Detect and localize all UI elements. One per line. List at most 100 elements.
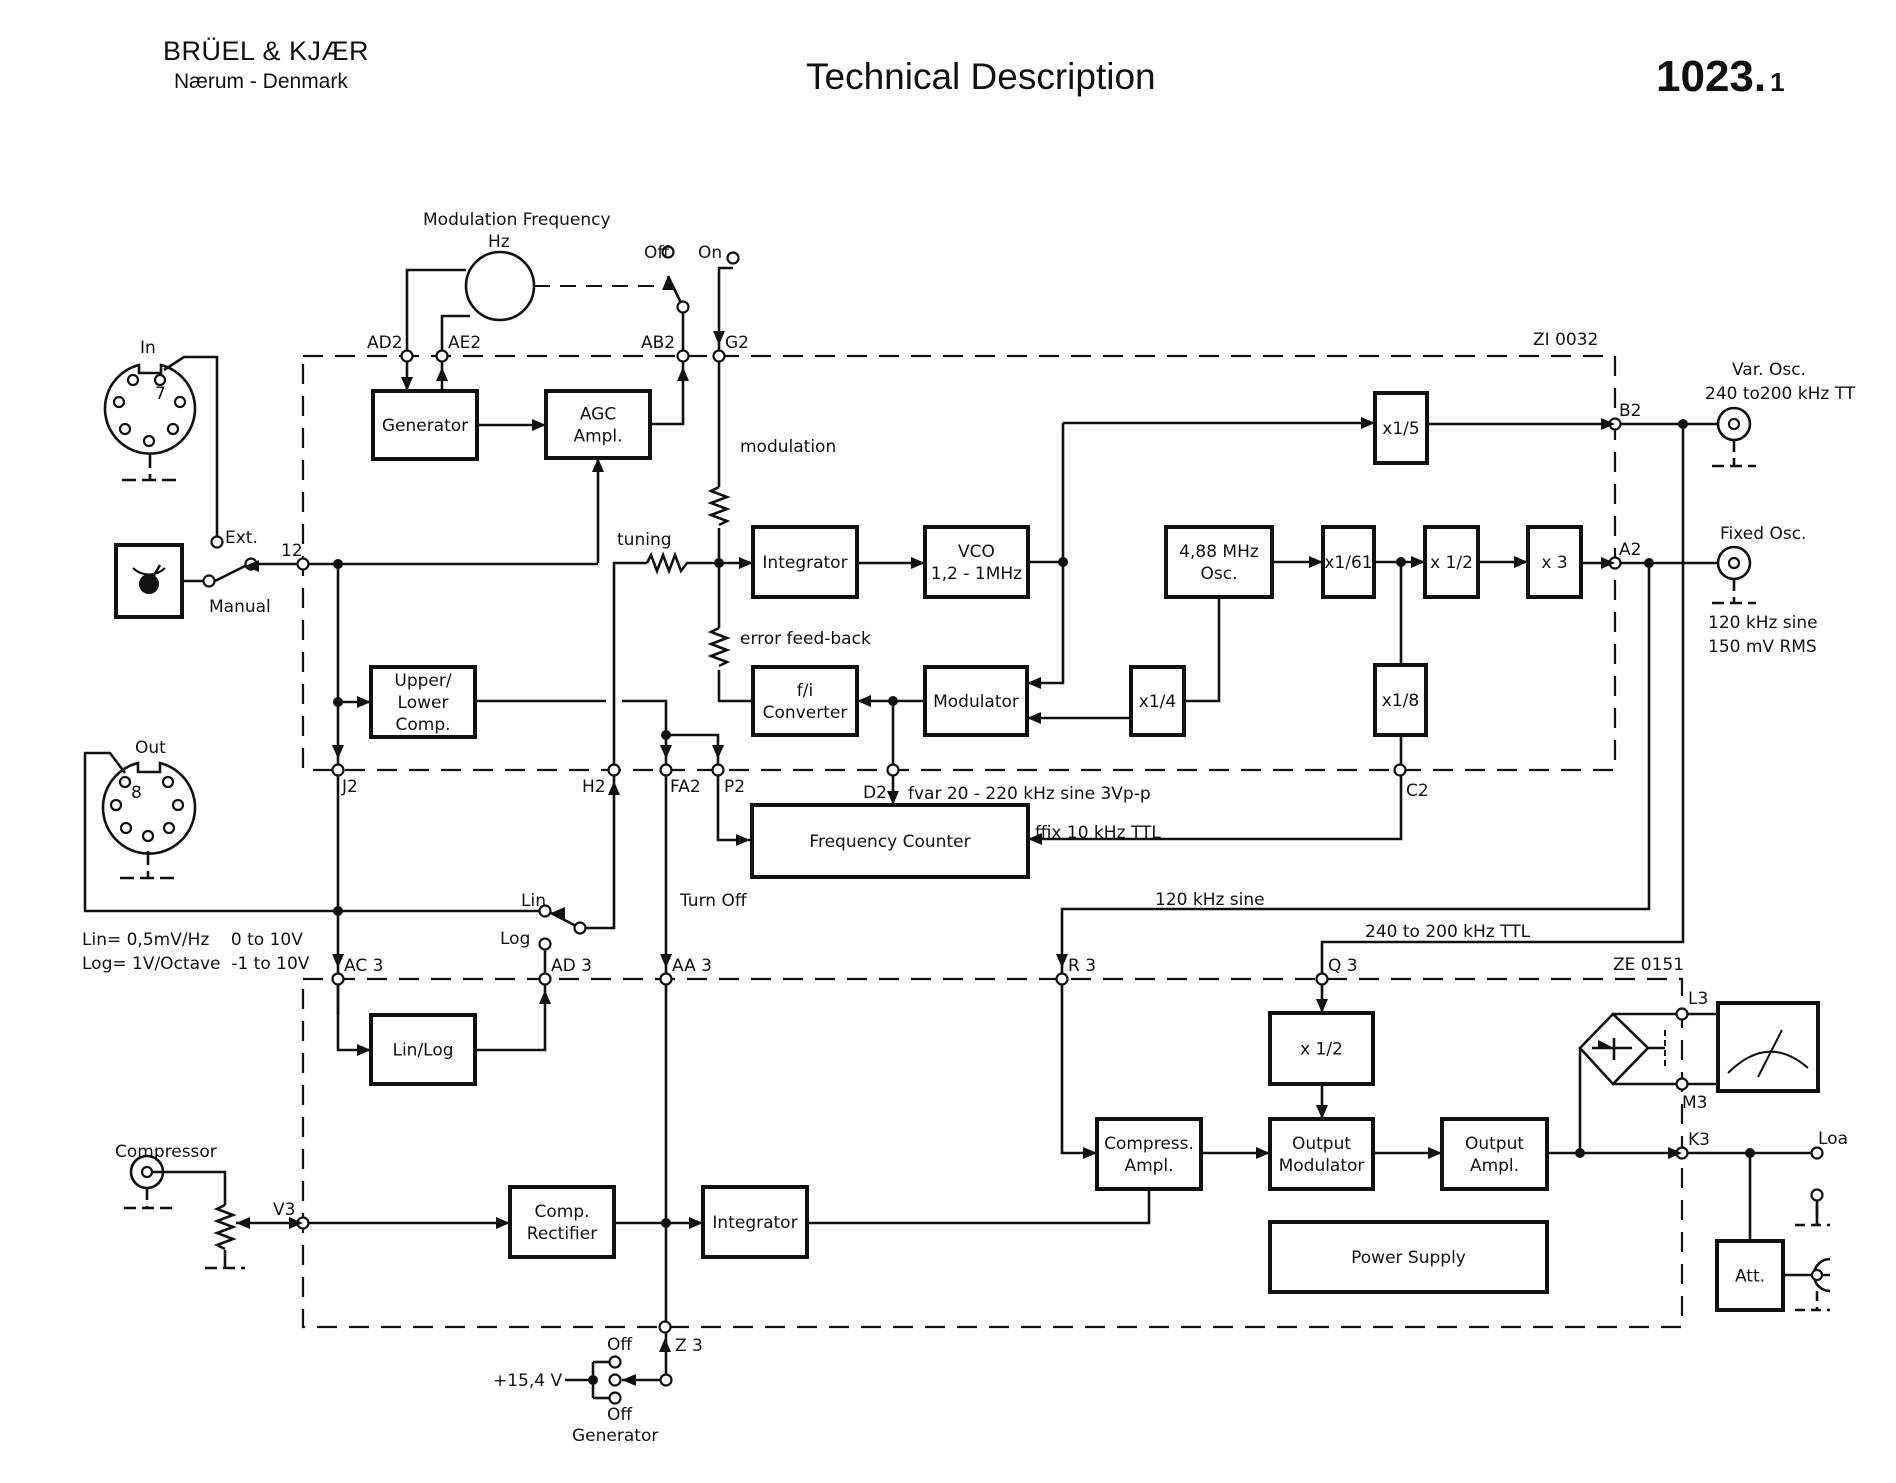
arrowhead-icon bbox=[857, 695, 871, 707]
fixed-osc-level-label: 150 mV RMS bbox=[1708, 637, 1817, 657]
arrowhead-icon bbox=[1056, 954, 1068, 968]
junction-dot bbox=[1745, 1148, 1755, 1158]
load-label: Loa bbox=[1818, 1129, 1848, 1149]
arrowhead-icon bbox=[289, 1217, 303, 1229]
module-label-ze0151: ZE 0151 bbox=[1613, 955, 1684, 975]
switch-contact[interactable] bbox=[608, 1355, 622, 1369]
junction-dot bbox=[333, 559, 343, 569]
agc-label: Ampl. bbox=[573, 427, 622, 447]
div8-block: x1/8 bbox=[1373, 663, 1428, 737]
junction-dot bbox=[588, 1375, 598, 1385]
brand-location: Nærum - Denmark bbox=[174, 70, 348, 93]
div2-bot-label: x 1/2 bbox=[1300, 1040, 1343, 1060]
junction-dot bbox=[1678, 419, 1688, 429]
arrowhead-icon bbox=[1601, 418, 1615, 430]
arrowhead-icon bbox=[659, 1338, 671, 1352]
fi-conv-label: f/i bbox=[797, 681, 813, 701]
in-connector-label: In bbox=[140, 338, 156, 358]
linlog-label: Lin/Log bbox=[392, 1041, 453, 1061]
terminal-q3 bbox=[1315, 972, 1329, 986]
terminal-label-m3: M3 bbox=[1682, 1093, 1707, 1113]
out-pin-label: 8 bbox=[131, 783, 142, 803]
terminal-label-k3: K3 bbox=[1688, 1130, 1710, 1150]
fixed-osc-bnc-icon bbox=[1716, 545, 1752, 581]
junction-dot bbox=[333, 697, 343, 707]
comp-rect-block: Comp.Rectifier bbox=[508, 1185, 616, 1259]
div5-label: x1/5 bbox=[1382, 419, 1419, 439]
div8-label: x1/8 bbox=[1382, 691, 1419, 711]
modulator-label: Modulator bbox=[933, 692, 1019, 712]
arrowhead-icon bbox=[1601, 557, 1615, 569]
switch-contact[interactable] bbox=[661, 245, 675, 259]
terminal-label-ae2: AE2 bbox=[448, 333, 481, 353]
arrowhead-icon bbox=[245, 560, 259, 572]
comp-rect-label: Comp. bbox=[534, 1202, 589, 1222]
modulation-frequency-knob-icon[interactable] bbox=[464, 250, 536, 322]
freq-counter-block: Frequency Counter bbox=[750, 803, 1030, 879]
terminal-label-l3: L3 bbox=[1688, 989, 1708, 1009]
switch-contact[interactable] bbox=[1810, 1188, 1824, 1202]
arrowhead-icon bbox=[712, 745, 724, 759]
manual-knob-icon[interactable] bbox=[114, 543, 184, 619]
upper-lower-label: Comp. bbox=[395, 715, 450, 735]
terminal-label-r3: R 3 bbox=[1068, 956, 1096, 976]
modulation-frequency-unit: Hz bbox=[488, 232, 510, 252]
arrowhead-icon bbox=[401, 377, 413, 391]
terminal-label-d2: D2 bbox=[863, 783, 887, 803]
output-mod-label: Output bbox=[1292, 1134, 1351, 1154]
tuning-label: tuning bbox=[617, 530, 672, 550]
terminal-p2 bbox=[711, 763, 725, 777]
switch-contact[interactable] bbox=[676, 300, 690, 314]
div2-bot-block: x 1/2 bbox=[1268, 1011, 1375, 1086]
arrowhead-icon bbox=[660, 954, 672, 968]
out-connector-label: Out bbox=[135, 738, 166, 758]
arrowhead-icon bbox=[1411, 556, 1425, 568]
junction-dot bbox=[1396, 557, 1406, 567]
resistors bbox=[213, 485, 731, 1251]
in-pin-label: 7 bbox=[155, 384, 166, 404]
generator-switch-label: Generator bbox=[572, 1426, 658, 1446]
arrowhead-icon bbox=[551, 907, 565, 919]
manual-label: Manual bbox=[209, 597, 271, 617]
switch-contact[interactable] bbox=[1810, 1146, 1824, 1160]
div5-block: x1/5 bbox=[1373, 391, 1429, 465]
switch-contact[interactable] bbox=[608, 1373, 622, 1387]
arrowhead-icon bbox=[622, 1374, 636, 1386]
junction-dot bbox=[333, 906, 343, 916]
terminal-t12 bbox=[296, 557, 310, 571]
switch-contact[interactable] bbox=[608, 1391, 622, 1405]
terminal-label-v3: V3 bbox=[273, 1200, 295, 1220]
arrowhead-icon bbox=[1256, 1147, 1270, 1159]
arrowhead-icon bbox=[1361, 417, 1375, 429]
switch-contact[interactable] bbox=[210, 535, 224, 549]
switch-contact[interactable] bbox=[659, 1373, 673, 1387]
integrator-top-label: Integrator bbox=[762, 553, 847, 573]
meter-icon bbox=[1716, 1001, 1820, 1093]
terminal-label-z3: Z 3 bbox=[675, 1336, 703, 1356]
junction-dot bbox=[714, 558, 724, 568]
arrows bbox=[236, 276, 1682, 1386]
att-block: Att. bbox=[1715, 1239, 1785, 1312]
arrowhead-icon bbox=[1309, 556, 1323, 568]
mul3-block: x 3 bbox=[1526, 525, 1583, 599]
generator-off-bottom-label: Off bbox=[607, 1405, 633, 1425]
att-bnc-icon bbox=[1810, 1257, 1831, 1293]
document-number-main: 1023. bbox=[1656, 52, 1767, 101]
arrowhead-icon bbox=[677, 367, 689, 381]
switch-contact[interactable] bbox=[538, 937, 552, 951]
switch-contact[interactable] bbox=[726, 251, 740, 265]
switch-contact[interactable] bbox=[573, 921, 587, 935]
vco-label: VCO bbox=[958, 542, 995, 562]
terminal-d2 bbox=[886, 763, 900, 777]
switch-contact[interactable] bbox=[202, 574, 216, 588]
output-mod-label: Modulator bbox=[1279, 1156, 1365, 1176]
compress-ampl-label: Compress. bbox=[1104, 1134, 1194, 1154]
fvar-label: fvar 20 - 220 kHz sine 3Vp-p bbox=[908, 784, 1151, 804]
arrowhead-icon bbox=[739, 557, 753, 569]
switch-contact[interactable] bbox=[538, 904, 552, 918]
module-label-zi0032: ZI 0032 bbox=[1533, 330, 1598, 350]
